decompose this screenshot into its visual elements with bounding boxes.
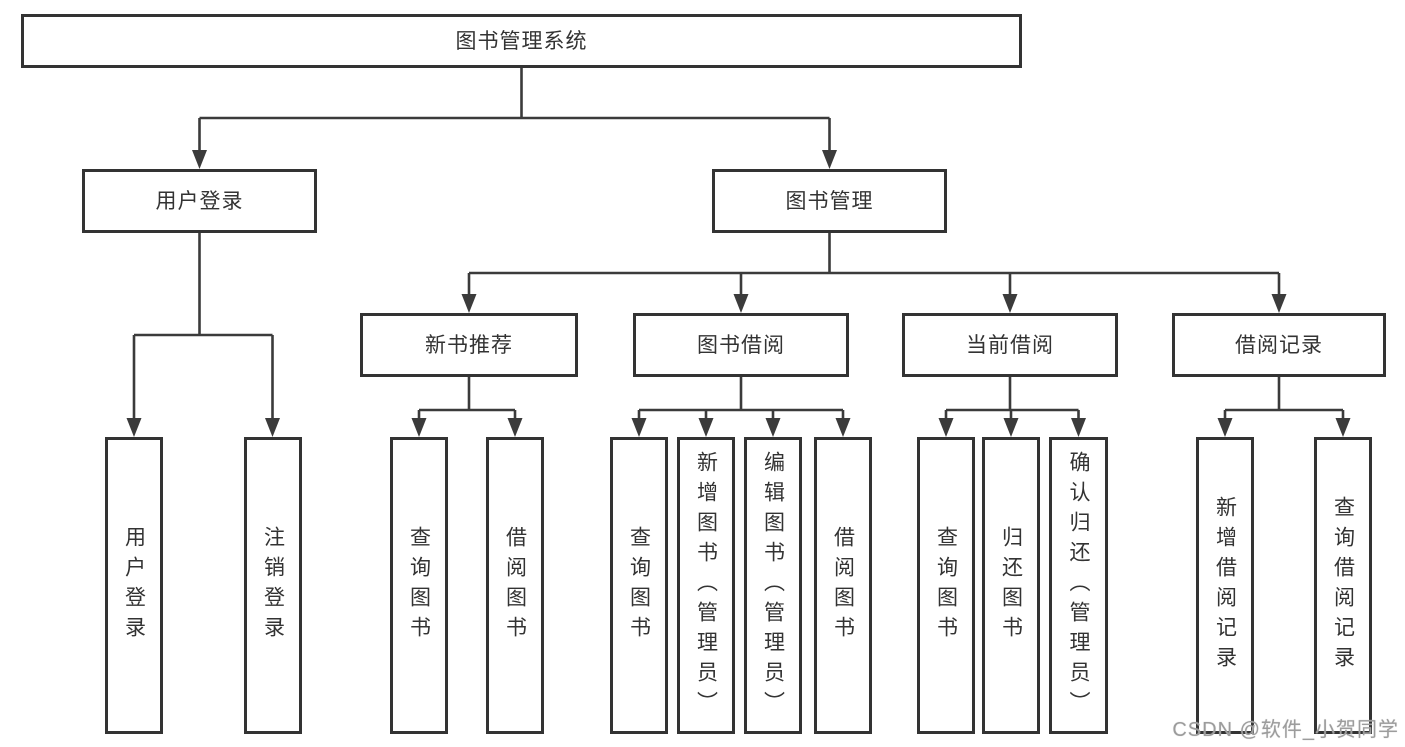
leaf-confirm-return-admin-label: 确认归还（管理员） (1067, 450, 1090, 721)
leaf-query-books-recommend-label: 查询图书 (407, 525, 431, 646)
node-current-borrowing-label: 当前借阅 (966, 333, 1054, 357)
leaf-query-borrow-record-label: 查询借阅记录 (1331, 495, 1355, 676)
leaf-borrow-books-label: 借阅图书 (831, 525, 855, 646)
leaf-confirm-return-admin: 确认归还（管理员） (1049, 437, 1108, 734)
leaf-query-books-borrowing-label: 查询图书 (627, 525, 651, 646)
node-root: 图书管理系统 (21, 14, 1022, 68)
leaf-add-book-admin-label: 新增图书（管理员） (694, 450, 718, 721)
node-book-management-label: 图书管理 (785, 189, 874, 213)
leaf-return-book: 归还图书 (982, 437, 1040, 734)
leaf-query-books-current-label: 查询图书 (934, 525, 958, 646)
leaf-borrow-books-recommend-label: 借阅图书 (503, 525, 527, 646)
node-root-label: 图书管理系统 (455, 29, 588, 53)
node-borrow-records: 借阅记录 (1172, 313, 1386, 377)
node-book-borrowing: 图书借阅 (633, 313, 849, 377)
leaf-edit-book-admin-label: 编辑图书（管理员） (761, 450, 785, 721)
leaf-user-login-label: 用户登录 (122, 525, 146, 646)
node-user-login: 用户登录 (82, 169, 317, 233)
leaf-query-books-recommend: 查询图书 (390, 437, 448, 734)
leaf-logout-label: 注销登录 (261, 525, 285, 646)
node-user-login-label: 用户登录 (155, 189, 244, 213)
leaf-return-book-label: 归还图书 (999, 525, 1023, 646)
node-borrow-records-label: 借阅记录 (1235, 333, 1323, 357)
leaf-query-books-current: 查询图书 (917, 437, 975, 734)
leaf-user-login: 用户登录 (105, 437, 163, 734)
watermark: CSDN @软件_小贺同学 (1172, 719, 1399, 741)
node-new-book-recommend: 新书推荐 (360, 313, 578, 377)
leaf-add-borrow-record: 新增借阅记录 (1196, 437, 1254, 734)
leaf-add-book-admin: 新增图书（管理员） (677, 437, 735, 734)
leaf-add-borrow-record-label: 新增借阅记录 (1213, 495, 1237, 676)
arrowheads (126, 150, 1351, 437)
leaf-edit-book-admin: 编辑图书（管理员） (744, 437, 802, 734)
node-book-management: 图书管理 (712, 169, 947, 233)
leaf-borrow-books-recommend: 借阅图书 (486, 437, 544, 734)
node-current-borrowing: 当前借阅 (902, 313, 1118, 377)
leaf-logout: 注销登录 (244, 437, 302, 734)
node-book-borrowing-label: 图书借阅 (697, 333, 785, 357)
leaf-query-books-borrowing: 查询图书 (610, 437, 668, 734)
leaf-borrow-books: 借阅图书 (814, 437, 872, 734)
node-new-book-recommend-label: 新书推荐 (425, 333, 513, 357)
leaf-query-borrow-record: 查询借阅记录 (1314, 437, 1372, 734)
